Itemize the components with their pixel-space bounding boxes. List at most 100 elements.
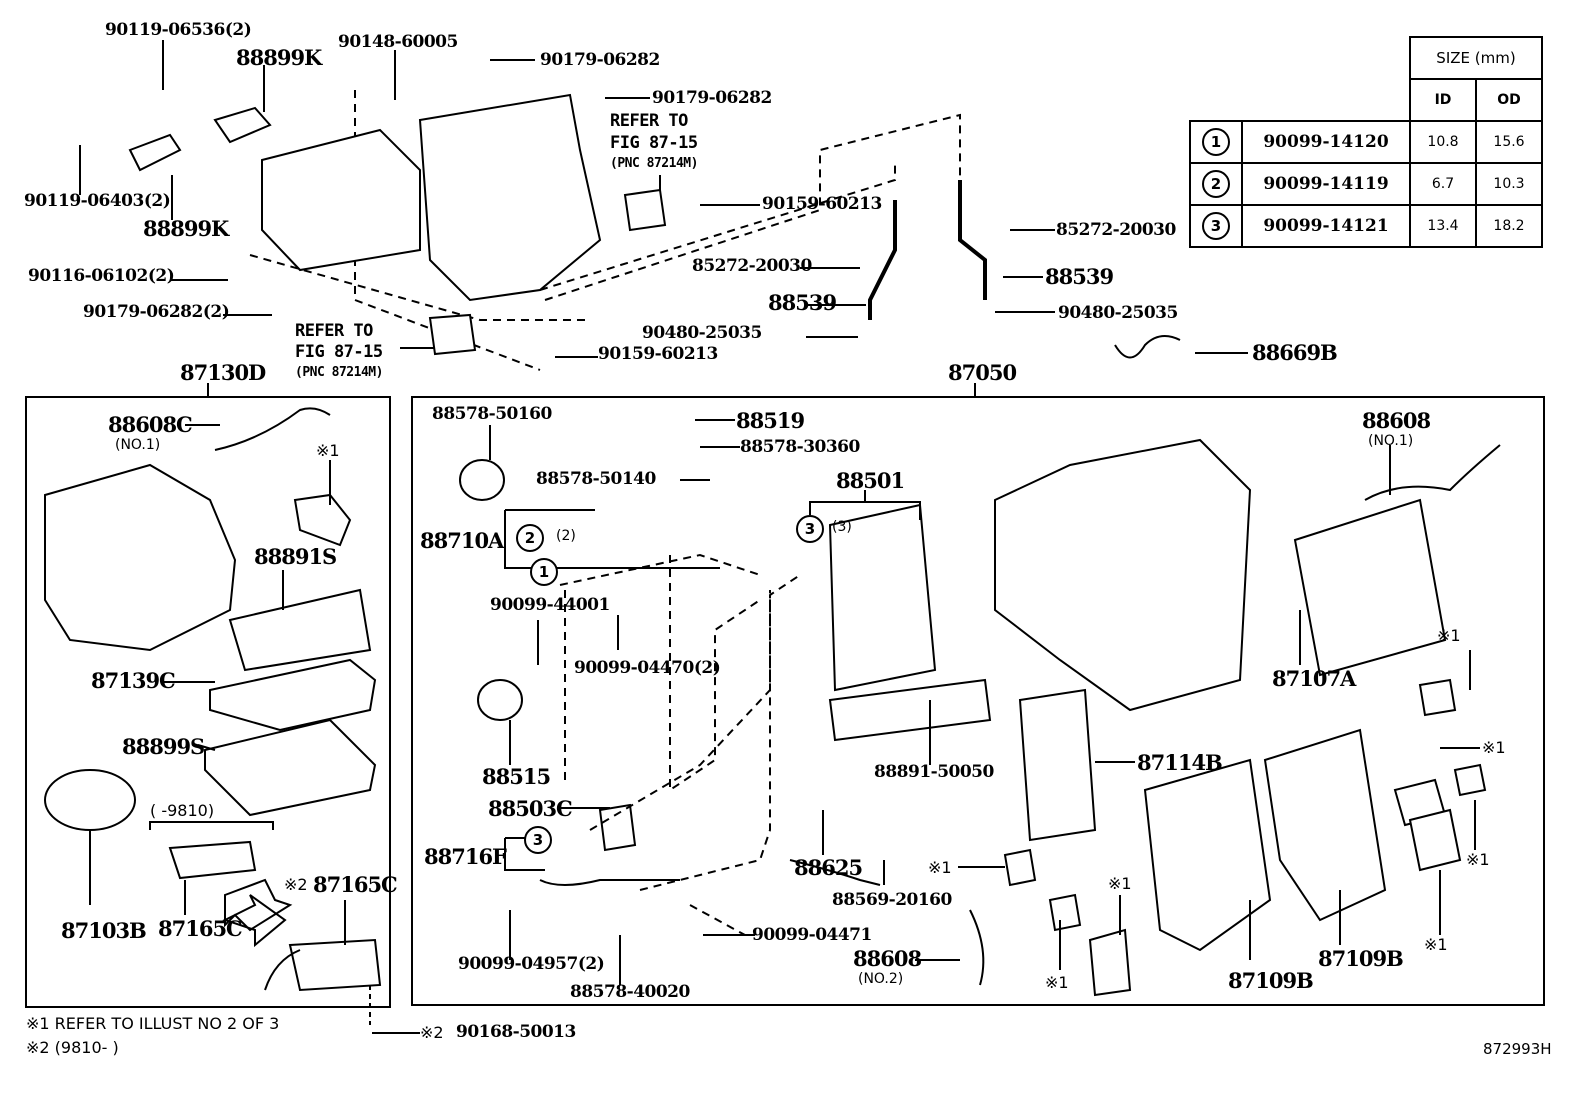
assembly-title-87130D[interactable]: 87130D [180, 360, 266, 385]
part-label-90179-06282-a[interactable]: 90179-06282 [540, 50, 660, 70]
part-label-88569-20160[interactable]: 88569-20160 [832, 890, 952, 910]
refer-note-lower-line1: REFER TO [295, 321, 373, 341]
part-label-88578-30360[interactable]: 88578-30360 [740, 437, 860, 457]
part-label-90179-06282-2[interactable]: 90179-06282(2) [83, 302, 230, 322]
part-sublabel-no2: (NO.2) [858, 971, 904, 987]
size-row-od: 18.2 [1475, 204, 1543, 248]
size-col-od: OD [1475, 78, 1543, 122]
size-row-part[interactable]: 90099-14121 [1241, 204, 1411, 248]
part-sublabel-qty-88501: (3) [832, 519, 852, 535]
circle-ref-1: 1 [1202, 128, 1230, 156]
part-label-88519[interactable]: 88519 [736, 408, 805, 433]
part-label-87114B[interactable]: 87114B [1137, 750, 1223, 775]
note-ref-mark: ※1 [1045, 973, 1069, 992]
part-label-88899S[interactable]: 88899S [122, 734, 205, 759]
part-label-90099-44001[interactable]: 90099-44001 [490, 595, 610, 615]
part-label-88608C[interactable]: 88608C [108, 412, 193, 437]
part-label-88515[interactable]: 88515 [482, 764, 551, 789]
part-label-87139C[interactable]: 87139C [91, 668, 176, 693]
part-label-87165C-new[interactable]: 87165C [313, 872, 398, 897]
circle-ref-1-88710A: 1 [530, 558, 558, 586]
footnote-1: ※1 REFER TO ILLUST NO 2 OF 3 [26, 1014, 280, 1033]
part-label-88625[interactable]: 88625 [794, 855, 863, 880]
part-label-90119-06536[interactable]: 90119-06536(2) [105, 20, 252, 40]
part-label-90480-25035-b[interactable]: 90480-25035 [1058, 303, 1178, 323]
note-ref-mark: ※1 [1108, 874, 1132, 893]
note-ref-mark: ※1 [1437, 626, 1461, 645]
part-label-87109B-right[interactable]: 87109B [1318, 946, 1404, 971]
size-row-part[interactable]: 90099-14119 [1241, 162, 1411, 206]
size-row-od: 10.3 [1475, 162, 1543, 206]
part-label-88899K-upper[interactable]: 88899K [236, 45, 322, 70]
assembly-title-87050[interactable]: 87050 [948, 360, 1017, 385]
part-label-88899K-lower[interactable]: 88899K [143, 216, 229, 241]
range-note: ( -9810) [150, 801, 215, 820]
part-label-88503C[interactable]: 88503C [488, 796, 573, 821]
part-label-90116-06102[interactable]: 90116-06102(2) [28, 266, 175, 286]
part-label-90179-06282-b[interactable]: 90179-06282 [652, 88, 772, 108]
part-sublabel-no1-right: (NO.1) [1368, 433, 1414, 449]
size-row: 1 90099-14120 10.8 15.6 [1189, 120, 1543, 164]
part-label-88539-a[interactable]: 88539 [768, 290, 837, 315]
refer-note-upper-line1: REFER TO [610, 111, 688, 131]
refer-note-upper-line3[interactable]: (PNC 87214M) [610, 156, 698, 171]
part-label-87109B-left[interactable]: 87109B [1228, 968, 1314, 993]
part-label-90119-06403[interactable]: 90119-06403(2) [24, 191, 171, 211]
part-label-88539-b[interactable]: 88539 [1045, 264, 1114, 289]
part-sublabel-qty: (2) [556, 528, 576, 544]
refer-note-upper-line2: FIG 87-15 [610, 133, 698, 153]
part-label-88608-no2[interactable]: 88608 [853, 946, 922, 971]
note-ref-mark: ※1 [1482, 738, 1506, 757]
note-ref-mark: ※1 [1466, 850, 1490, 869]
part-label-87107A[interactable]: 87107A [1272, 666, 1356, 691]
part-label-87103B[interactable]: 87103B [61, 918, 147, 943]
part-label-90480-25035-a[interactable]: 90480-25035 [642, 323, 762, 343]
part-label-90148-60005[interactable]: 90148-60005 [338, 32, 458, 52]
part-label-88578-50140[interactable]: 88578-50140 [536, 469, 656, 489]
size-header: SIZE (mm) [1409, 36, 1543, 80]
part-label-85272-20030-a[interactable]: 85272-20030 [692, 256, 812, 276]
part-label-90159-60213-b[interactable]: 90159-60213 [598, 344, 718, 364]
hose-size-table: SIZE (mm) ID OD 1 90099-14120 10.8 15.6 … [1189, 36, 1543, 248]
note-ref-mark-screw: ※2 [420, 1023, 444, 1042]
refer-note-lower-line2: FIG 87-15 [295, 342, 383, 362]
part-sublabel-no1: (NO.1) [115, 437, 161, 453]
circle-ref-3-88716F: 3 [524, 826, 552, 854]
part-label-88716F[interactable]: 88716F [424, 844, 507, 869]
part-label-87165C-old[interactable]: 87165C [158, 916, 243, 941]
part-label-90159-60213-a[interactable]: 90159-60213 [762, 194, 882, 214]
circle-ref-3-88501: 3 [796, 515, 824, 543]
part-label-90099-04470[interactable]: 90099-04470(2) [574, 658, 721, 678]
part-label-88578-40020[interactable]: 88578-40020 [570, 982, 690, 1002]
part-label-88891S[interactable]: 88891S [254, 544, 337, 569]
note-ref-mark-2: ※2 [284, 875, 308, 894]
size-row-id: 10.8 [1409, 120, 1477, 164]
footnote-2: ※2 (9810- ) [26, 1038, 119, 1057]
size-row-id: 13.4 [1409, 204, 1477, 248]
part-label-88669B[interactable]: 88669B [1252, 340, 1338, 365]
size-row-part[interactable]: 90099-14120 [1241, 120, 1411, 164]
size-row: 2 90099-14119 6.7 10.3 [1189, 162, 1543, 206]
circle-ref-2: 2 [1202, 170, 1230, 198]
refer-note-lower-line3[interactable]: (PNC 87214M) [295, 365, 383, 380]
part-label-88710A[interactable]: 88710A [420, 528, 504, 553]
part-label-85272-20030-b[interactable]: 85272-20030 [1056, 220, 1176, 240]
part-label-88501[interactable]: 88501 [836, 468, 905, 493]
part-label-88608-no1[interactable]: 88608 [1362, 408, 1431, 433]
part-label-88578-50160[interactable]: 88578-50160 [432, 404, 552, 424]
figure-id: 872993H [1483, 1040, 1552, 1058]
note-ref-mark: ※1 [1424, 935, 1448, 954]
size-row-id: 6.7 [1409, 162, 1477, 206]
part-label-90168-50013[interactable]: 90168-50013 [456, 1022, 576, 1042]
circle-ref-2-88710A: 2 [516, 524, 544, 552]
part-label-88891-50050[interactable]: 88891-50050 [874, 762, 994, 782]
note-ref-mark: ※1 [928, 858, 952, 877]
size-row-od: 15.6 [1475, 120, 1543, 164]
part-label-90099-04957[interactable]: 90099-04957(2) [458, 954, 605, 974]
size-row: 3 90099-14121 13.4 18.2 [1189, 204, 1543, 248]
note-ref-mark: ※1 [316, 441, 340, 460]
circle-ref-3: 3 [1202, 212, 1230, 240]
part-label-90099-04471[interactable]: 90099-04471 [752, 925, 872, 945]
size-col-id: ID [1409, 78, 1477, 122]
